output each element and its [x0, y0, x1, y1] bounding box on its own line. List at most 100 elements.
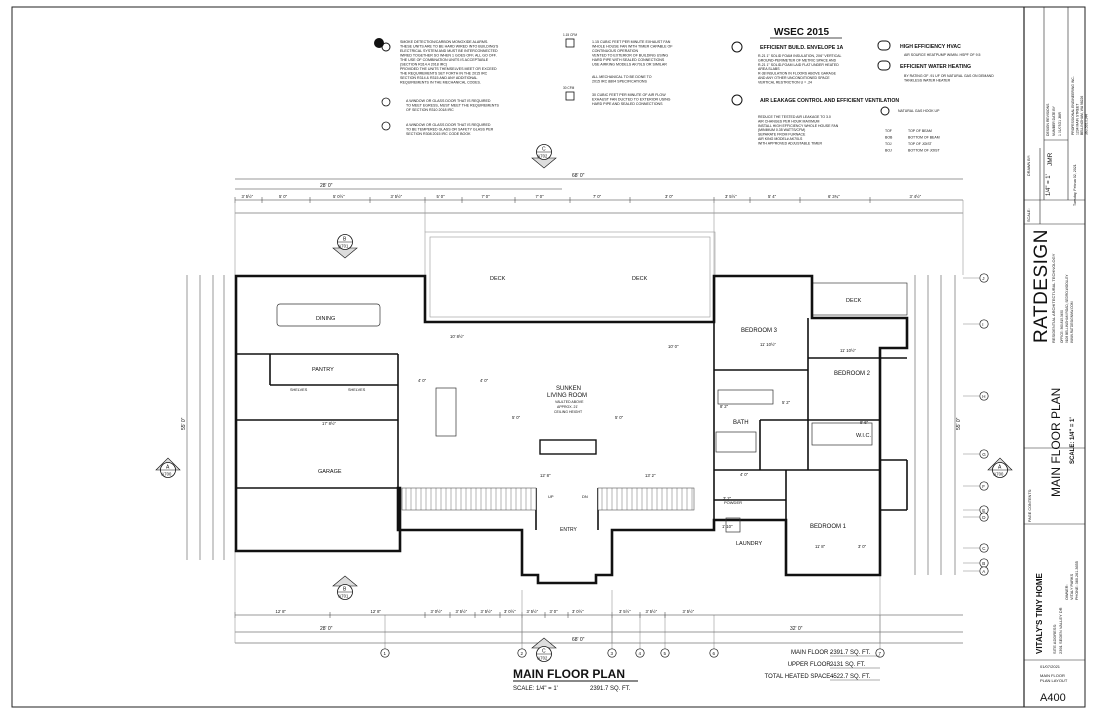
bottom-segment-dim: 3' 5½"	[683, 609, 695, 614]
window-tempered-icon	[381, 121, 391, 131]
fireplace	[539, 439, 597, 455]
smoke-detector-icon	[374, 38, 391, 52]
left-overall-dim: 55' 0"	[181, 417, 187, 430]
sheet-number: A400	[1040, 692, 1066, 704]
bottom-segment-dim: 3' 5½"	[527, 609, 539, 614]
note-line: EXHAUST FAN DUCTED TO EXTERIOR USING	[592, 98, 671, 102]
interior-dim: 11' 8"	[815, 544, 826, 549]
general-notes: SMOKE DETECTION/CARBON MONOXIDE ALARMS.T…	[374, 33, 673, 136]
bottom-segment-dim: 3' 5½"	[646, 609, 658, 614]
scale-label: SCALE:	[1027, 208, 1031, 222]
room-pantry: PANTRY	[312, 367, 334, 373]
grid-bubble	[979, 391, 989, 401]
grid-bubble	[875, 648, 885, 658]
room-living-note-3: CEILING HEIGHT	[554, 410, 583, 414]
engineer-line: 1234 MAIN STREET	[1076, 104, 1080, 135]
note-line: GROUND-PERIMETER OF METRIC SPACE AND	[758, 58, 837, 62]
abbrev-code: BOJ	[885, 149, 892, 153]
room-garage: GARAGE	[318, 469, 342, 475]
interior-dim: 3' 2"	[723, 496, 732, 501]
top-sub-dim: 28' 0"	[320, 183, 333, 189]
bottom-segment-dim: 3' 5½"	[481, 609, 493, 614]
area-value: 4522.7 SQ. FT.	[830, 674, 871, 680]
envelope-notes: R-21 1" SOLID FOAM INSULATION, 2X6" VERT…	[758, 54, 842, 84]
section-letter: A	[166, 465, 170, 471]
section-sheet: A702	[538, 656, 548, 661]
plan-title: MAIN FLOOR PLAN	[513, 667, 625, 681]
air-leakage-title-text: AIR LEAKAGE CONTROL AND EFFICIENT VENTIL…	[760, 98, 899, 104]
note-line: PLAN LAYOUT	[1040, 678, 1068, 683]
engineer-line: BELLINGHAM, WA 98226	[1080, 96, 1084, 135]
exhaust-fan-icon-2	[565, 91, 575, 101]
note-line: (MINIMUM 0.35 WATTS/CFM)	[758, 128, 805, 132]
grid-bubble	[979, 543, 989, 553]
top-segment-dims: 3' 5½"5' 0"5' 0½"3' 5½"5' 0"7' 0"7' 0"7'…	[234, 194, 922, 203]
section-letter: C	[542, 649, 546, 655]
floor-plan: 68' 0" 28' 0" 3' 5½"5' 0"5' 0½"3' 5½"5' …	[155, 144, 1013, 662]
room-living-note-2: APPROX. 21'	[557, 405, 578, 409]
section-sheet: A700	[162, 472, 172, 477]
page-scale: SCALE: 1/4" = 1'	[1070, 417, 1076, 464]
grid-bubble-label: 4	[639, 651, 642, 656]
interior-dim: 3' 0"	[858, 544, 867, 549]
grid-bubble	[607, 648, 617, 658]
room-sunken: SUNKEN	[556, 386, 581, 392]
note-line: A WINDOW OR GLASS DOOR THAT IS REQUIRED	[406, 123, 491, 127]
note-line: WITH APPROVED ADJUSTABLE TIMER	[758, 141, 823, 145]
bottom-segment-dim: 3' 0½"	[431, 609, 443, 614]
stair-dn-label: DN	[582, 494, 588, 499]
grid-bubble	[979, 273, 989, 283]
section-sheet: A701	[339, 244, 349, 249]
revision-line: DESIGN REVISIONS	[1046, 103, 1050, 136]
top-segment-dim: 7' 0"	[482, 194, 491, 199]
top-segment-dim: 3' 5½"	[242, 194, 254, 199]
grid-bubble	[979, 449, 989, 459]
drawn-by-value: JMR	[1047, 152, 1054, 166]
bottom-segment-dim: 12' 8"	[371, 609, 382, 614]
interior-dim: 4' 0"	[740, 472, 749, 477]
right-overall-dim: 55' 0"	[956, 417, 962, 430]
bottom-sub-dim-left: 28' 0"	[320, 626, 333, 632]
top-segment-dim: 7' 0"	[536, 194, 545, 199]
grid-bubble-label: B	[982, 561, 985, 566]
bottom-sub-dim-right: 32' 0"	[790, 626, 803, 632]
note-line: INSTALL HIGH EFFICIENCY WHOLE HOUSE FAN	[758, 124, 839, 128]
abbrev-code: BOB	[885, 136, 893, 140]
grid-bubble	[709, 648, 719, 658]
interior-dim: 5' 2"	[782, 400, 791, 405]
office-line: 9108 BELLINGHAM ROAD, SEDRO-WOOLLEY	[1065, 274, 1069, 343]
abbrev-meaning: BOTTOM OF JOIST	[908, 149, 940, 153]
grid-bubble-label: E	[982, 508, 985, 513]
grid-bubble-label: G	[982, 452, 986, 457]
note-line: TANKLESS WATER HEATER	[904, 78, 951, 82]
grid-bubble-label: C	[982, 546, 986, 551]
room-entry: ENTRY	[560, 527, 578, 533]
revision-line: NUMBER DATE BY	[1052, 105, 1056, 136]
interior-dim: 5' 0"	[512, 415, 521, 420]
date-issued: 01/07/2021	[1040, 664, 1061, 669]
note-line: WHOLE HOUSE FAN WITH TIMER CAPABLE OF	[592, 45, 673, 49]
top-segment-dim: 3' 5½"	[725, 194, 737, 199]
note-line: (SECTION R314.4 2018 IRC)	[400, 63, 447, 67]
grid-bubble-label: 3	[611, 651, 614, 656]
water-heating-title: EFFICIENT WATER HEATING	[900, 64, 971, 70]
stairs	[401, 487, 695, 511]
bottom-segment-dims: 12' 8"12' 8"3' 0½"3' 5½"3' 5½"3' 0½"3' 5…	[234, 609, 695, 618]
note-line: R-21 1" SOLID FOAM INSULATION, 2X6" VERT…	[758, 54, 842, 58]
grid-bubble-label: 1	[384, 651, 387, 656]
grid-bubble	[979, 319, 989, 329]
note-line: THESE UNITS ARE TO BE HARD WIRED INTO BU…	[400, 45, 499, 49]
bottom-segment-dim: 3' 0½"	[572, 609, 584, 614]
note-line: VENTED TO EXTERIOR OF BUILDING USING	[592, 54, 668, 58]
note-line: AREA SLABS	[758, 67, 780, 71]
room-deck-mid: DECK	[632, 276, 648, 282]
